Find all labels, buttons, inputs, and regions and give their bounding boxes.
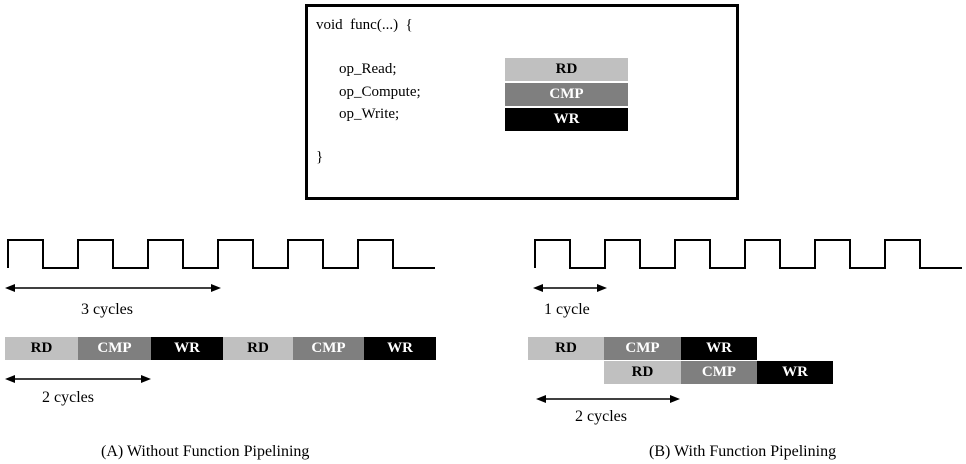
seq-a-cmp-2: CMP [293, 337, 364, 360]
caption-panel-b: (B) With Function Pipelining [649, 443, 837, 460]
seq-b-row2-wr: WR [757, 361, 833, 384]
interval-label-b-top: 1 cycle [544, 301, 590, 318]
seq-b-row1-cmp: CMP [604, 337, 681, 360]
seq-a-wr-1: WR [151, 337, 223, 360]
interval-arrow-a-top [5, 284, 221, 292]
clock-waveform-b [534, 239, 962, 269]
caption-panel-a: (A) Without Function Pipelining [101, 443, 310, 460]
clock-waveform-a [7, 239, 435, 269]
interval-label-a-top: 3 cycles [81, 301, 133, 318]
seq-b-row1-rd: RD [528, 337, 604, 360]
interval-arrow-b-top [533, 284, 607, 292]
function-closing-brace: } [316, 149, 324, 165]
legend-rd-block: RD [505, 58, 628, 81]
seq-a-wr-2: WR [364, 337, 436, 360]
code-line-read: op_Read; [339, 61, 397, 77]
legend-wr-block: WR [505, 108, 628, 131]
interval-label-b-bottom: 2 cycles [575, 408, 627, 425]
function-code-box: void func(...) { op_Read; op_Compute; op… [305, 4, 739, 200]
seq-b-row2-cmp: CMP [681, 361, 757, 384]
seq-a-rd-2: RD [223, 337, 293, 360]
function-signature: void func(...) { [316, 17, 413, 33]
seq-b-row1-wr: WR [681, 337, 757, 360]
interval-arrow-a-bottom [5, 375, 151, 383]
seq-a-cmp-1: CMP [78, 337, 151, 360]
seq-b-row2-rd: RD [604, 361, 681, 384]
code-line-compute: op_Compute; [339, 84, 421, 100]
seq-a-rd-1: RD [5, 337, 78, 360]
interval-label-a-bottom: 2 cycles [42, 389, 94, 406]
legend-cmp-block: CMP [505, 83, 628, 106]
interval-arrow-b-bottom [536, 395, 680, 403]
code-line-write: op_Write; [339, 106, 400, 122]
